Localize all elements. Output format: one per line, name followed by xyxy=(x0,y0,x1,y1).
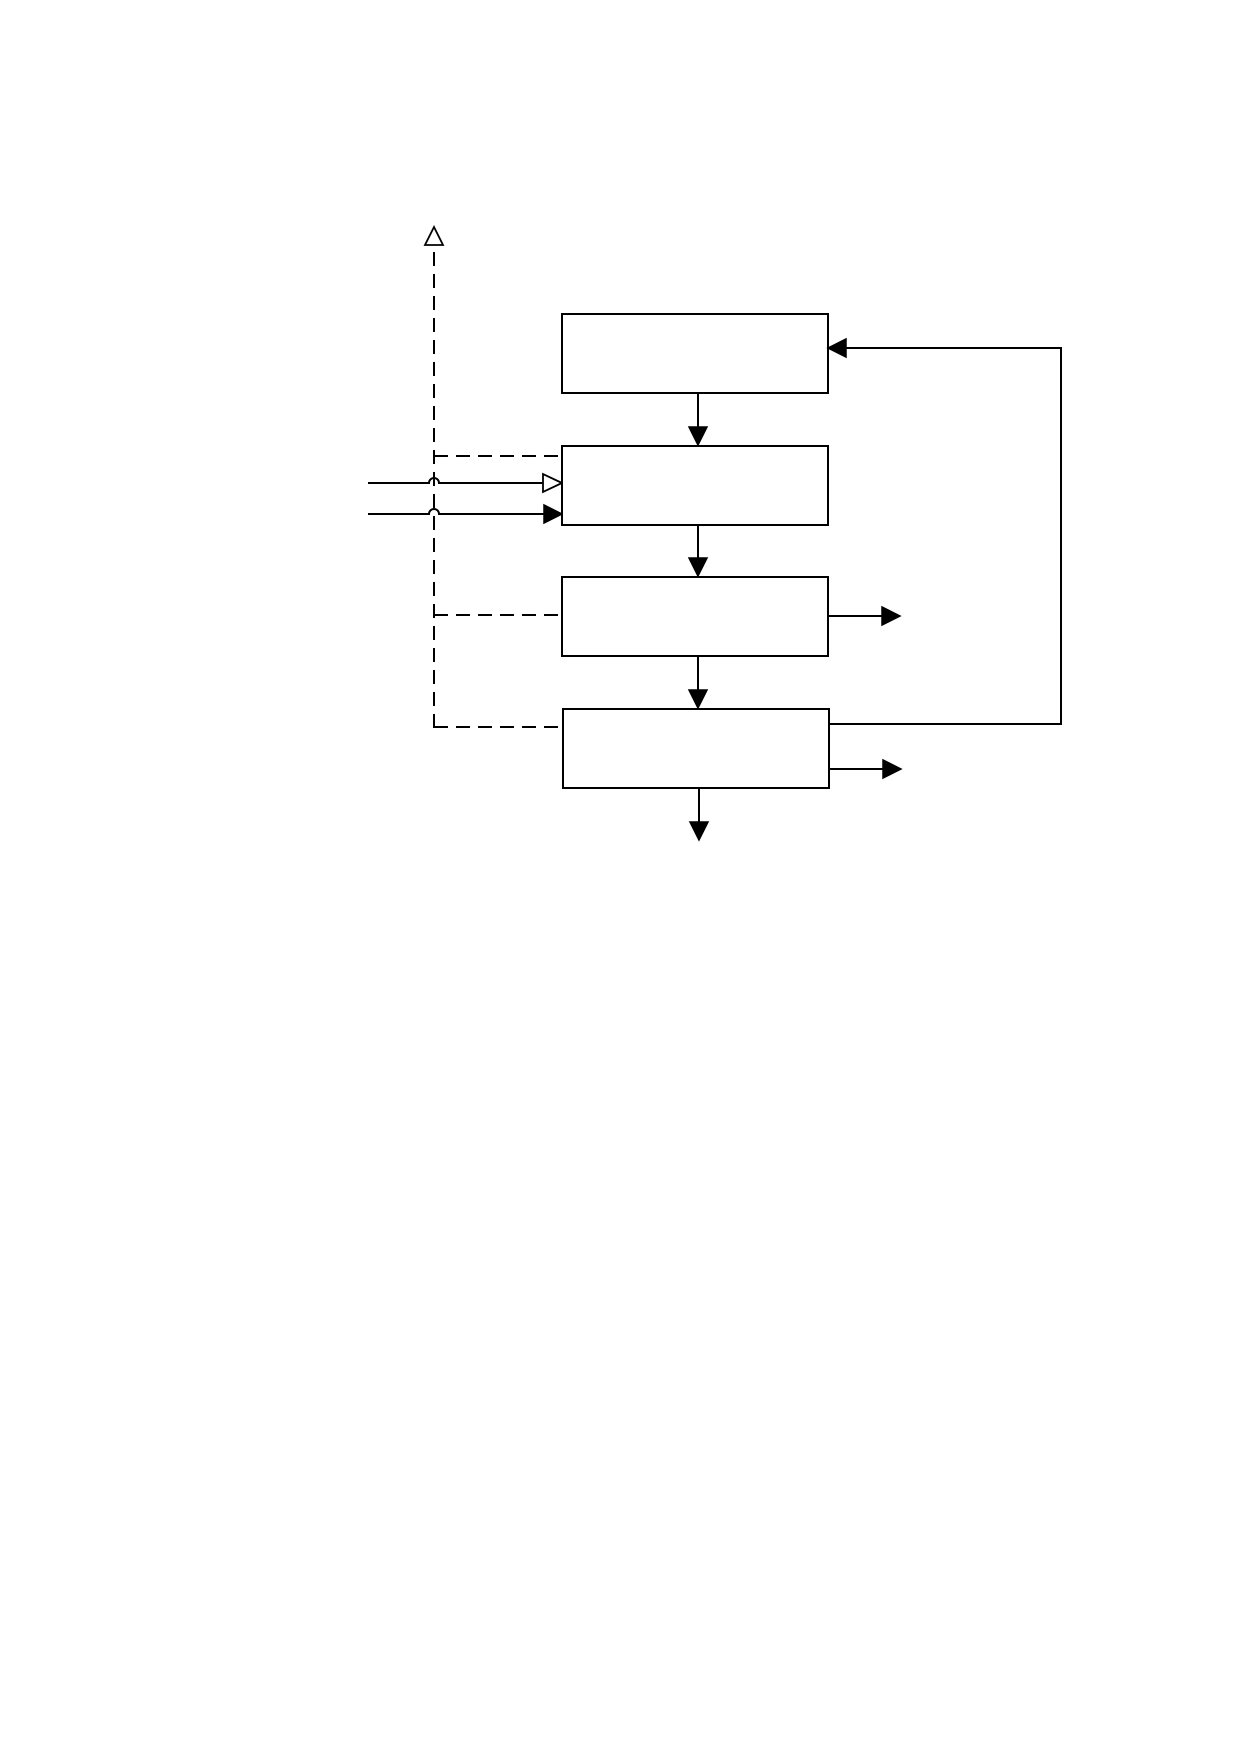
feedback-loop-head xyxy=(826,337,847,359)
feedback-loop-line xyxy=(829,347,1062,725)
arrow-block1-to-block2-head xyxy=(687,426,709,447)
input-line-lower xyxy=(368,508,544,515)
arrow-block3-right-output-head xyxy=(881,605,902,627)
block-1 xyxy=(561,313,829,394)
input-line-upper xyxy=(368,477,543,484)
block-4 xyxy=(562,708,830,789)
input-open-arrow xyxy=(542,472,565,494)
input-filled-arrow xyxy=(543,503,564,525)
arrow-block2-to-block3-head xyxy=(687,557,709,578)
bus-output-open-arrow xyxy=(423,224,445,246)
block-2 xyxy=(561,445,829,526)
arrow-block3-to-block4-head xyxy=(687,689,709,710)
block-3 xyxy=(561,576,829,657)
arrow-block4-right-output-head xyxy=(882,758,903,780)
arrow-block4-output-head xyxy=(688,821,710,842)
